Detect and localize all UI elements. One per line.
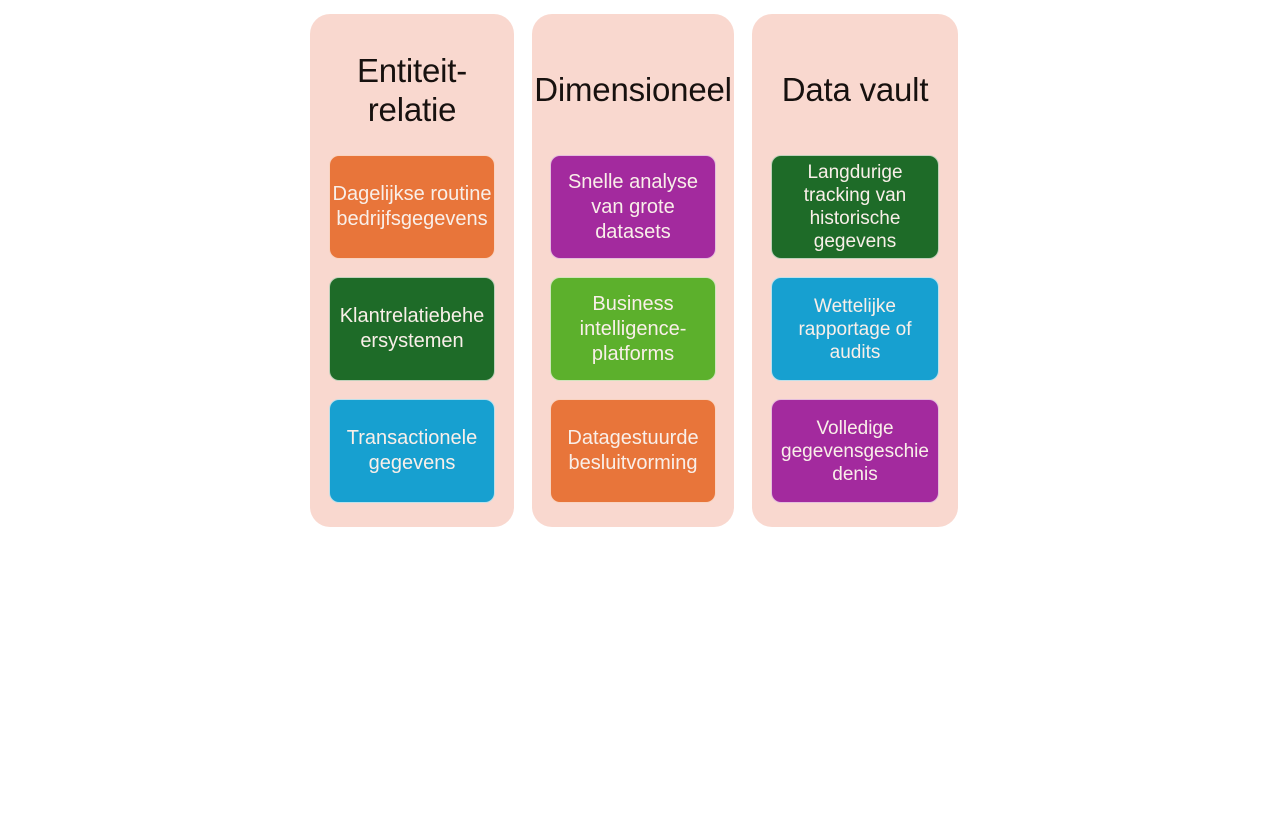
- card-dark-green[interactable]: Klantrelatiebehe ersystemen: [329, 277, 495, 381]
- card-label: Datagestuurde besluitvorming: [567, 427, 699, 474]
- card-blue[interactable]: Transactionele gegevens: [329, 399, 495, 503]
- card-label: Wettelijke rapportage of audits: [798, 295, 912, 363]
- card-orange[interactable]: Datagestuurde besluitvorming: [550, 399, 716, 503]
- card-label: Snelle analyse van grote datasets: [567, 170, 699, 243]
- column-header-dimensioneel: Dimensioneel: [534, 71, 732, 108]
- card-green[interactable]: Business intelligence-platforms: [550, 277, 716, 381]
- card-blue[interactable]: Wettelijke rapportage of audits: [771, 277, 939, 381]
- card-magenta[interactable]: Volledige gegevensgeschie denis: [771, 399, 939, 503]
- column-header-data-vault: Data vault: [781, 71, 929, 108]
- card-label: Klantrelatiebehe ersystemen: [339, 305, 485, 352]
- card-list: Langdurige tracking van historische gege…: [770, 155, 940, 503]
- card-label: Dagelijkse routine bedrijfsgegevens: [332, 183, 492, 230]
- card-dark-green[interactable]: Langdurige tracking van historische gege…: [771, 155, 939, 259]
- card-label: Business intelligence-platforms: [579, 292, 687, 365]
- card-magenta[interactable]: Snelle analyse van grote datasets: [550, 155, 716, 259]
- card-label: Volledige gegevensgeschie denis: [781, 417, 929, 485]
- card-label: Transactionele gegevens: [346, 427, 478, 474]
- card-orange[interactable]: Dagelijkse routine bedrijfsgegevens: [329, 155, 495, 259]
- card-label: Langdurige tracking van historische gege…: [803, 162, 907, 252]
- column-header-entiteit-relatie: Entiteit- relatie: [356, 51, 468, 128]
